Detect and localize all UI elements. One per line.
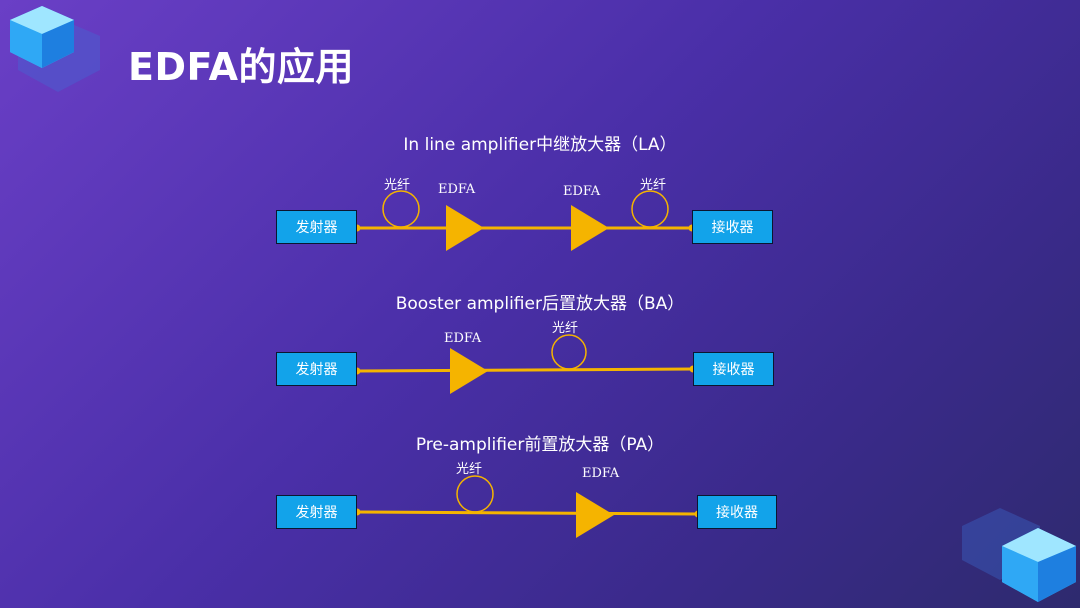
fiber-label: 光纤 xyxy=(456,462,483,477)
fiber-label: 光纤 xyxy=(640,178,667,193)
transmitter-box: 发射器 xyxy=(276,495,357,529)
edfa-amplifier-pa xyxy=(576,492,614,538)
edfa-amplifier-la-2 xyxy=(571,205,609,251)
fiber-label: 光纤 xyxy=(552,321,579,336)
fiber-line-pa xyxy=(356,510,699,516)
fiber-loop-la-2 xyxy=(631,190,669,228)
edfa-amplifier-ba xyxy=(450,348,488,394)
fiber-loop-pa xyxy=(456,475,494,513)
cube-decoration-icon xyxy=(10,6,100,92)
page-title: EDFA的应用 xyxy=(128,45,355,89)
edfa-amplifier-la-1 xyxy=(446,205,484,251)
edfa-label: EDFA xyxy=(582,466,620,481)
fiber-label: 光纤 xyxy=(384,178,411,193)
receiver-box: 接收器 xyxy=(692,210,773,244)
fiber-loop-ba xyxy=(551,334,587,370)
section-title-ba: Booster amplifier后置放大器（BA） xyxy=(395,294,685,314)
cube-decoration-icon xyxy=(962,508,1076,602)
receiver-box: 接收器 xyxy=(697,495,777,529)
receiver-box: 接收器 xyxy=(693,352,774,386)
section-title-la: In line amplifier中继放大器（LA） xyxy=(403,135,677,155)
transmitter-box: 发射器 xyxy=(276,352,357,386)
edfa-label: EDFA xyxy=(444,331,482,346)
section-title-pa: Pre-amplifier前置放大器（PA） xyxy=(415,435,665,455)
fiber-loop-la-1 xyxy=(382,190,420,228)
fiber-line-ba xyxy=(356,367,694,373)
edfa-label: EDFA xyxy=(563,184,601,199)
transmitter-box: 发射器 xyxy=(276,210,357,244)
edfa-label: EDFA xyxy=(438,182,476,197)
